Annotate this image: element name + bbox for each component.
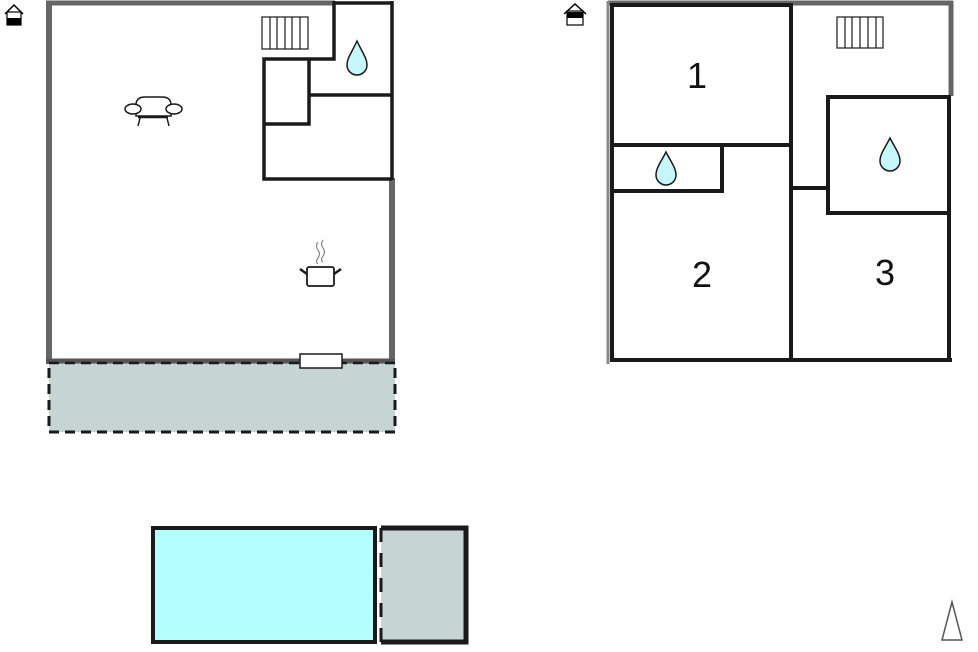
- sofa-icon: [124, 96, 183, 127]
- room-label-3: 3: [875, 252, 895, 293]
- ground-floor-outer-walls: [46, 0, 395, 365]
- house-upper-floor-icon: [563, 2, 587, 26]
- pool-area: [151, 525, 469, 645]
- terrace-door: [299, 353, 343, 369]
- swimming-pool: [151, 526, 377, 644]
- cooking-pot-icon: [299, 239, 342, 287]
- house-ground-floor-icon: [4, 3, 24, 26]
- ground-floor-inner-walls: [262, 1, 394, 181]
- terrace: [47, 360, 397, 434]
- ground-floor: [4, 0, 397, 434]
- pool-deck: [381, 528, 466, 642]
- room-label-1: 1: [687, 55, 707, 96]
- water-drop-icon: [655, 150, 677, 186]
- pool-deck-walls: [381, 525, 469, 645]
- water-drop-icon: [346, 39, 368, 76]
- room-label-2: 2: [692, 254, 712, 295]
- north-arrow-icon: [941, 599, 963, 641]
- upper-floor: 1 2 3: [563, 0, 954, 364]
- stairs-icon: [261, 16, 309, 50]
- water-drop-icon: [879, 136, 901, 172]
- stairs-icon: [836, 16, 884, 49]
- upper-floor-inner-walls: [610, 3, 952, 362]
